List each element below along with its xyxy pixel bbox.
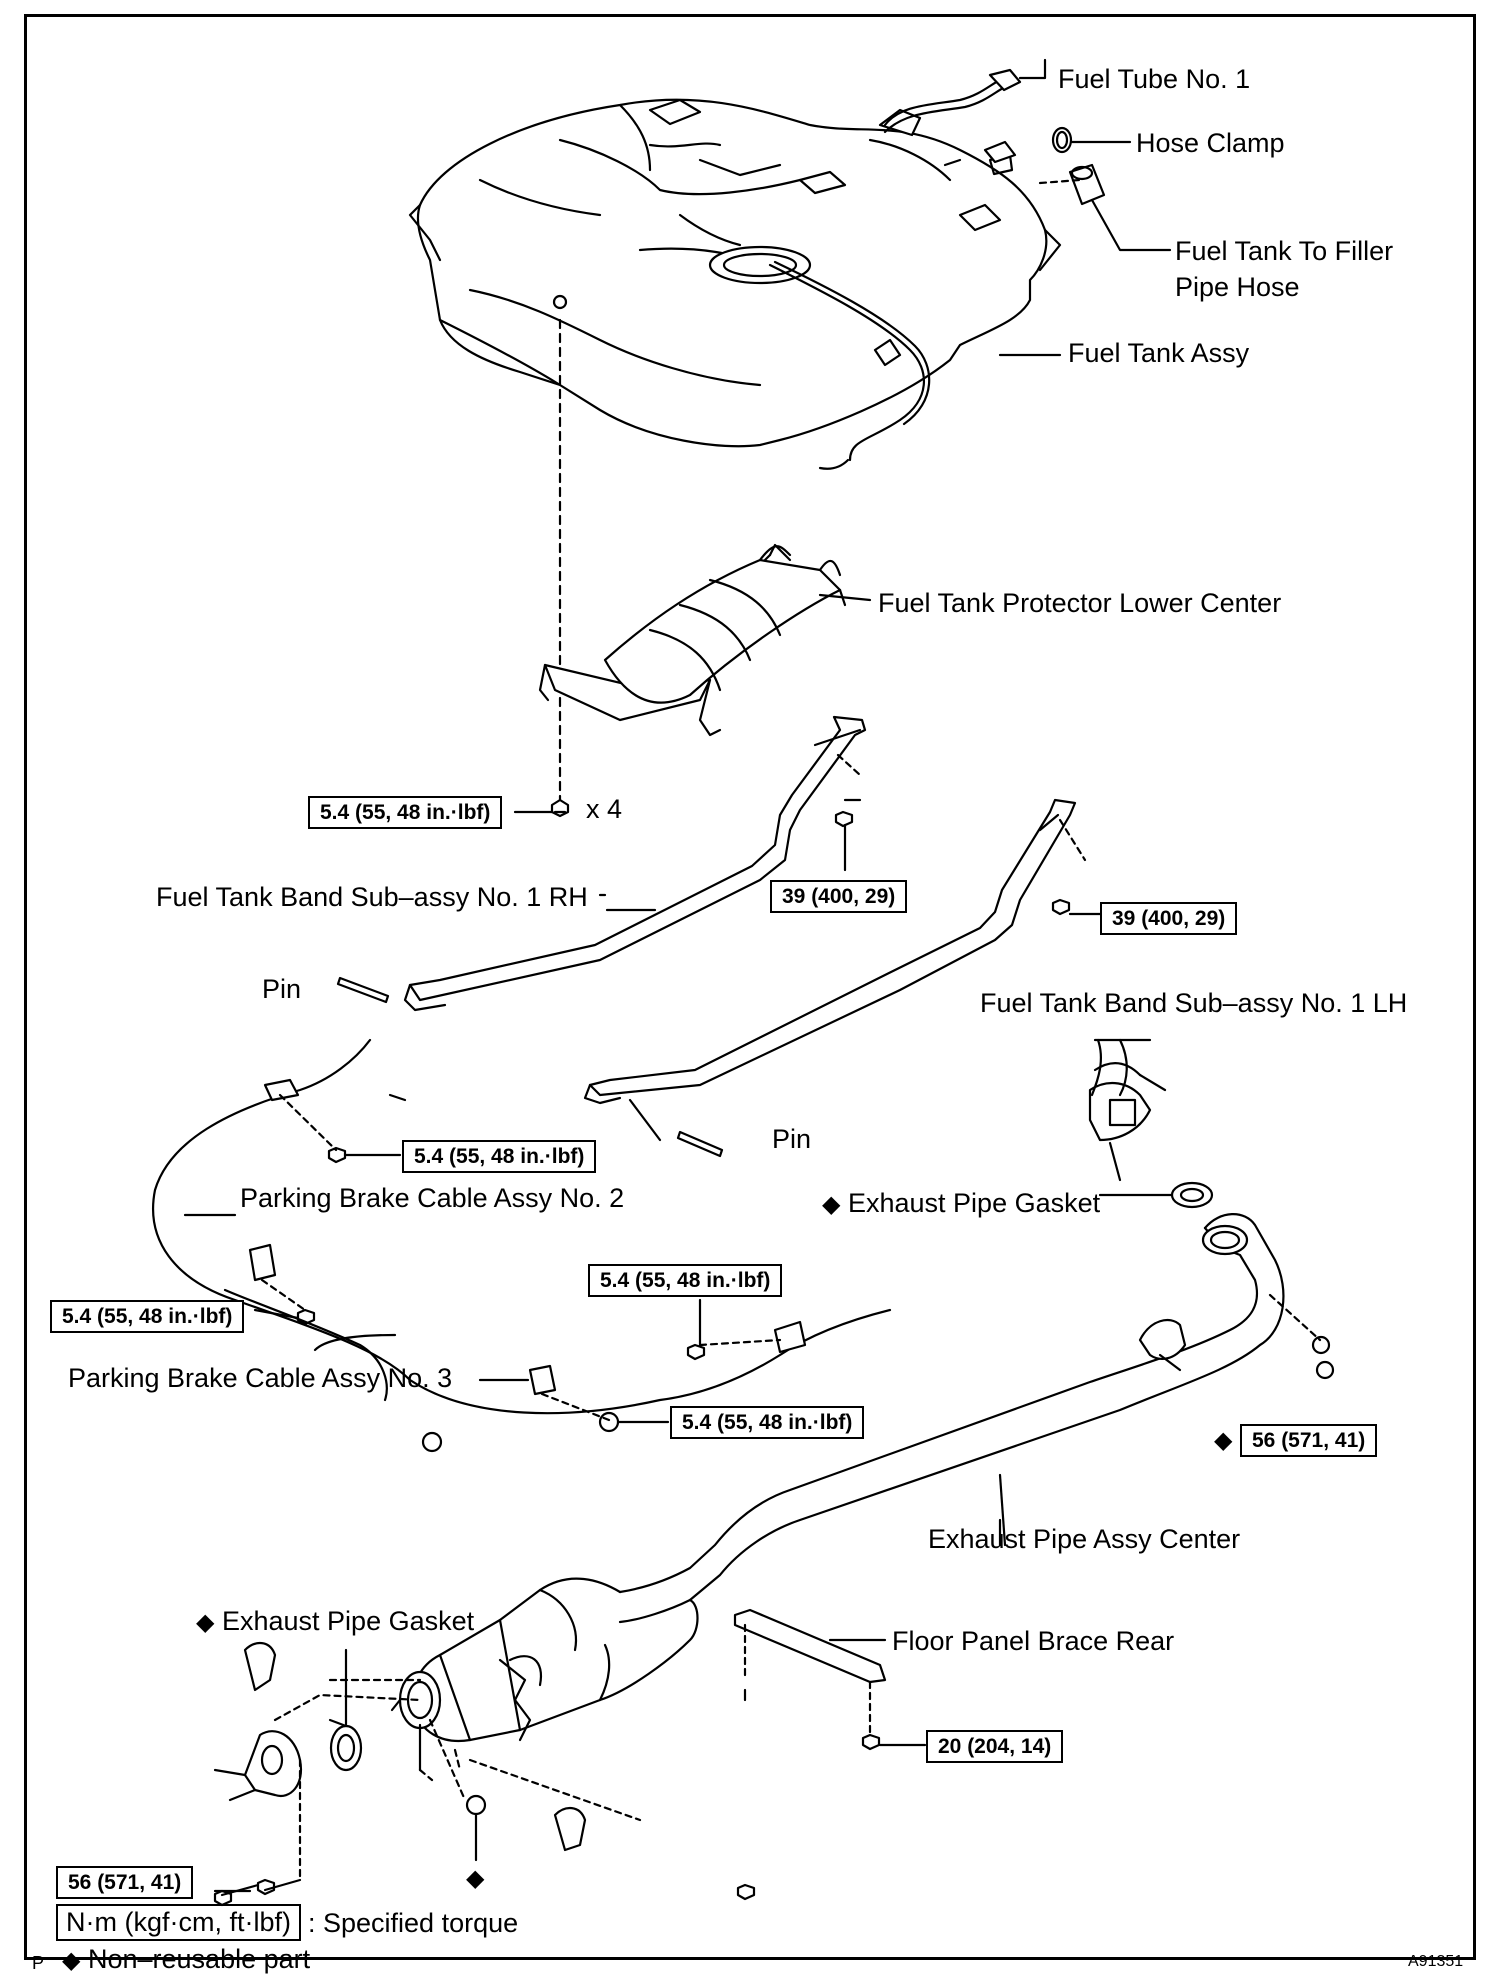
exh-gasket-lower-text: Exhaust Pipe Gasket (221, 1606, 475, 1636)
label-band-lh: Fuel Tank Band Sub–assy No. 1 LH (980, 988, 1408, 1018)
label-band-rh: Fuel Tank Band Sub–assy No. 1 RH (156, 882, 588, 912)
diagram-frame (24, 14, 1476, 1960)
torque-rear-flange: 56 (571, 41) (56, 1866, 194, 1899)
fuel-tank-drawing (408, 58, 1172, 802)
nonreusable-diamond: ◆ (1214, 1427, 1233, 1454)
tank-band-rh-drawing (403, 715, 867, 1012)
torque-front-pipe: 56 (571, 41) (1240, 1424, 1378, 1457)
torque-cable-nut-left: 5.4 (55, 48 in.·lbf) (50, 1300, 245, 1333)
parking-brake-cable-drawing (152, 1038, 892, 1422)
torque-band-lh: 39 (400, 29) (1100, 902, 1238, 935)
label-fuel-tank: Fuel Tank Assy (1068, 338, 1250, 368)
torque-front-pipe-nut: ◆ (1214, 1426, 1232, 1453)
label-cable2: Parking Brake Cable Assy No. 2 (240, 1183, 625, 1213)
label-filler-hose-line2: Pipe Hose (1175, 272, 1300, 302)
label-exh-gasket-lower: ◆ Exhaust Pipe Gasket (196, 1608, 474, 1635)
label-protector: Fuel Tank Protector Lower Center (878, 588, 1282, 618)
label-filler-hose-line1: Fuel Tank To Filler (1175, 236, 1394, 266)
torque-cable-bracket-bolt: 5.4 (55, 48 in.·lbf) (588, 1264, 783, 1297)
nonreusable-diamond: ◆ (466, 1865, 485, 1892)
label-pin-rh: Pin (262, 974, 302, 1004)
label-hose-clamp: Hose Clamp (1136, 128, 1285, 158)
floor-brace-drawing (733, 1608, 887, 1737)
legend-torque-text: : Specified torque (308, 1908, 519, 1938)
bolts-drawing (213, 798, 1335, 1907)
legend-nonreusable: ◆ Non–reusable part (62, 1946, 310, 1973)
torque-cable2-bolt: 5.4 (55, 48 in.·lbf) (402, 1140, 597, 1173)
label-floor-brace: Floor Panel Brace Rear (892, 1626, 1175, 1656)
page-letter: P (32, 1953, 45, 1973)
leader-lines (213, 810, 1122, 1893)
tank-band-lh-drawing (583, 798, 1087, 1105)
figure-id: A91351 (1408, 1953, 1464, 1970)
legend-torque-box: N·m (kgf·cm, ft·lbf) (56, 1904, 301, 1941)
torque-cable-nut-right: 5.4 (55, 48 in.·lbf) (670, 1406, 865, 1439)
label-exh-gasket-upper: ◆ Exhaust Pipe Gasket (822, 1190, 1100, 1217)
label-pin-lh: Pin (772, 1124, 812, 1154)
label-exh-center: Exhaust Pipe Assy Center (928, 1524, 1241, 1554)
torque-band-rh: 39 (400, 29) (770, 880, 908, 913)
label-fuel-tube: Fuel Tube No. 1 (1058, 64, 1251, 94)
torque-floor-brace: 20 (204, 14) (926, 1730, 1064, 1763)
protector-drawing (538, 543, 872, 737)
label-times4: x 4 (586, 794, 623, 824)
label-cable3: Parking Brake Cable Assy No. 3 (68, 1363, 453, 1393)
torque-protector-bolt: 5.4 (55, 48 in.·lbf) (308, 796, 503, 829)
nonreusable-diamond: ◆ (62, 1947, 81, 1974)
pins-drawing (336, 976, 724, 1158)
exh-gasket-upper-text: Exhaust Pipe Gasket (847, 1188, 1101, 1218)
nonreusable-nut-marker: ◆ (466, 1864, 484, 1891)
nonreusable-diamond: ◆ (196, 1609, 215, 1636)
nonreusable-diamond: ◆ (822, 1191, 841, 1218)
legend-nonreusable-text: Non–reusable part (87, 1944, 311, 1974)
exhaust-pipe-drawing (213, 1038, 1322, 1897)
